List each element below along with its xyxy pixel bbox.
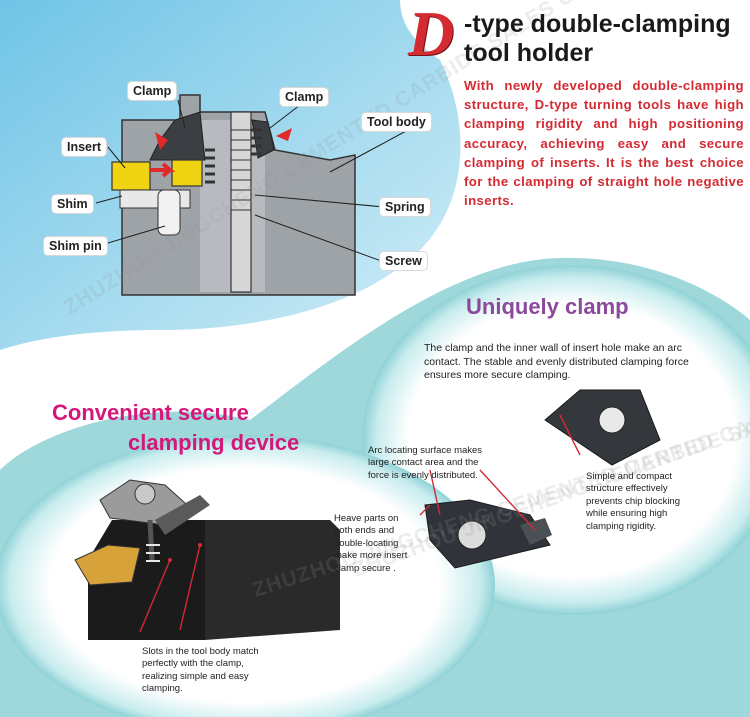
note-heave-parts: Heave parts on both ends and double-loca…	[334, 512, 408, 574]
label-insert: Insert	[62, 138, 107, 156]
insert-clamp-illustration	[419, 389, 661, 569]
uniquely-clamp-heading: Uniquely clamp	[466, 294, 629, 319]
title-line-2: tool holder	[464, 39, 594, 67]
title-letter: D	[408, 0, 455, 69]
label-clamp-right: Clamp	[280, 88, 329, 106]
cross-section-diagram	[95, 94, 409, 296]
note-simple-compact: Simple and compact structure effectively…	[586, 470, 680, 532]
note-slots: Slots in the tool body match perfectly w…	[142, 645, 259, 695]
label-shim-pin: Shim pin	[44, 237, 107, 255]
intro-paragraph: With newly developed double-clamping str…	[464, 78, 744, 209]
label-tool-body: Tool body	[362, 113, 431, 131]
convenient-heading-line-1: Convenient secure	[52, 400, 249, 425]
note-arc-surface: Arc locating surface makes large contact…	[368, 444, 483, 481]
title-line-1: -type double-clamping	[464, 10, 731, 38]
tool-holder-illustration	[74, 479, 340, 640]
label-spring: Spring	[380, 198, 430, 216]
convenient-heading-line-2: clamping device	[128, 430, 300, 455]
label-screw: Screw	[380, 252, 427, 270]
label-clamp-left: Clamp	[128, 82, 177, 100]
uniquely-clamp-description: The clamp and the inner wall of insert h…	[424, 342, 689, 381]
label-shim: Shim	[52, 195, 93, 213]
